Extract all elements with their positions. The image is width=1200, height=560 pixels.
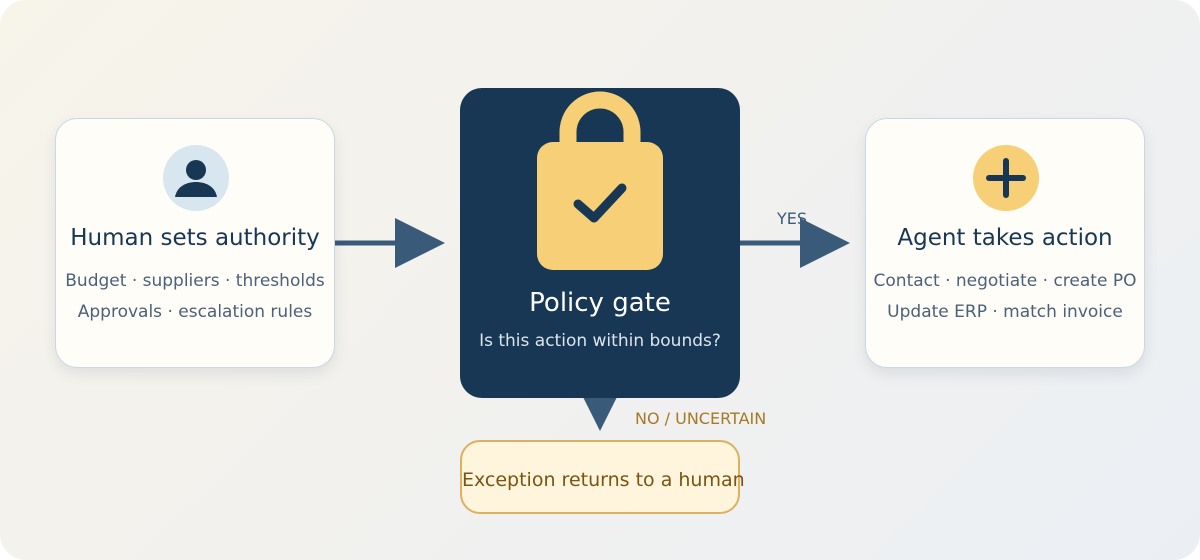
node-subtitle: Is this action within bounds? [479,331,721,351]
node-title: Policy gate [529,288,671,318]
node-title: Human sets authority [70,225,320,251]
node-policy-gate: Policy gate Is this action within bounds… [460,88,740,398]
node-human-sets-authority: Human sets authority Budget · suppliers … [55,118,335,368]
node-detail-line: Contact · negotiate · create PO [873,271,1137,291]
node-detail-line: Approvals · escalation rules [77,302,313,322]
plus-icon [973,145,1039,211]
edge-label-yes: YES [777,209,808,228]
arrow-human-to-gate [335,218,445,268]
lock-check-icon [537,91,663,270]
node-agent-takes-action: Agent takes action Contact · negotiate ·… [865,118,1145,368]
edge-label-no-uncertain: NO / UNCERTAIN [635,409,767,428]
node-title: Exception returns to a human [462,469,745,491]
node-title: Agent takes action [897,225,1113,251]
node-detail-line: Budget · suppliers · thresholds [65,271,325,291]
user-icon [163,145,229,211]
node-detail-line: Update ERP · match invoice [887,302,1123,322]
node-exception: Exception returns to a human [460,440,745,514]
